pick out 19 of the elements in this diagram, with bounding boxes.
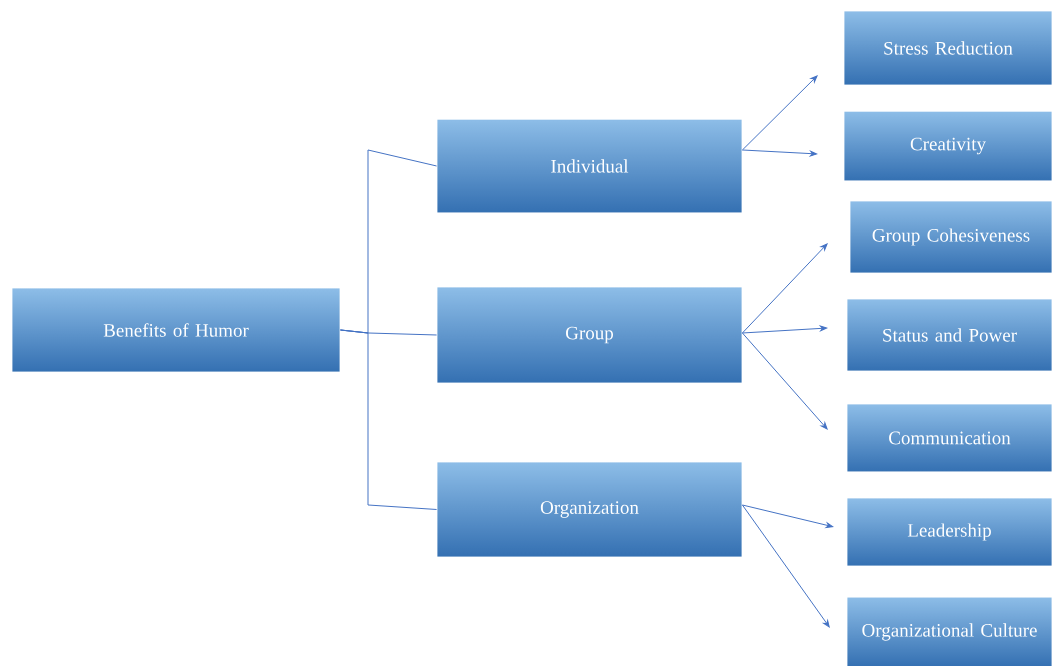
arrow	[741, 332, 828, 430]
process-box: Group Cohesiveness	[849, 200, 1052, 274]
arrow	[741, 75, 818, 151]
process-box: Organizational Culture	[846, 596, 1052, 666]
connector-line	[339, 329, 438, 510]
arrow	[741, 504, 830, 628]
process-box: Creativity	[843, 110, 1052, 182]
process-box: Individual	[436, 118, 743, 214]
arrow	[741, 504, 834, 529]
process-box: Communication	[846, 403, 1052, 473]
process-box: Stress Reduction	[843, 10, 1052, 86]
process-box: Status and Power	[846, 298, 1052, 372]
process-box: Leadership	[846, 497, 1052, 567]
arrow	[741, 149, 818, 157]
process-box: Benefits of Humor	[11, 287, 341, 373]
process-box: Group	[436, 286, 743, 384]
process-box: Organization	[436, 461, 743, 558]
arrow	[741, 325, 828, 334]
arrow	[741, 243, 828, 334]
